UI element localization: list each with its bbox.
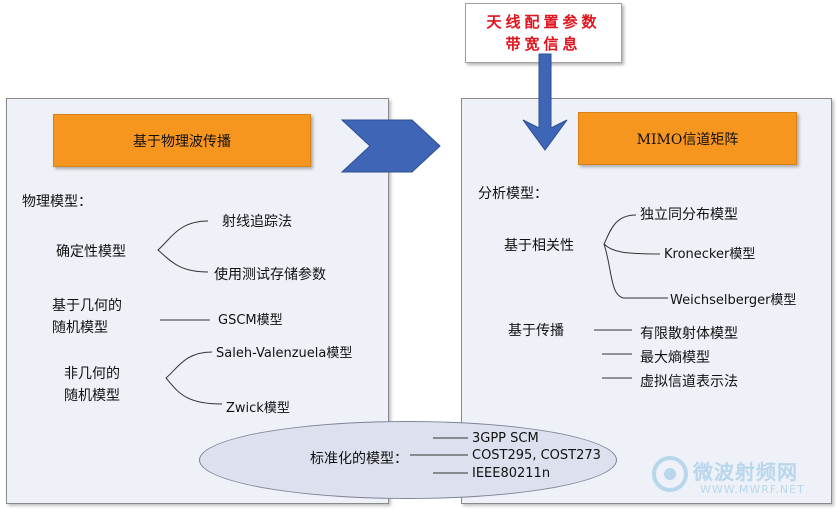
mimo-channel-matrix-title-box: MIMO信道矩阵 bbox=[578, 112, 797, 165]
correlation-bracket bbox=[603, 214, 668, 299]
propagation-based-label: 基于传播 bbox=[508, 323, 564, 339]
flow-arrow-icon bbox=[340, 119, 441, 173]
watermark-name: 微波射频网 bbox=[693, 460, 798, 484]
nongeometric-bracket bbox=[165, 351, 223, 405]
saleh-valenzuela-item: Saleh-Valenzuela模型 bbox=[216, 346, 353, 361]
nongeometric-label-2: 随机模型 bbox=[64, 388, 120, 404]
virtual-channel-item: 虚拟信道表示法 bbox=[640, 374, 738, 390]
geometric-model-label-2: 随机模型 bbox=[52, 320, 108, 336]
standardized-models-ellipse bbox=[199, 421, 617, 499]
physical-propagation-title: 基于物理波传播 bbox=[133, 133, 231, 150]
watermark-url: WWW.MWRF.NET bbox=[700, 483, 805, 496]
iid-model-item: 独立同分布模型 bbox=[640, 207, 738, 223]
gscm-item: GSCM模型 bbox=[218, 313, 283, 328]
zwick-item: Zwick模型 bbox=[226, 401, 290, 416]
weichselberger-model-item: Weichselberger模型 bbox=[670, 293, 797, 308]
ray-tracing-item: 射线追踪法 bbox=[222, 214, 292, 230]
max-entropy-item: 最大熵模型 bbox=[640, 350, 710, 366]
geometric-model-label-1: 基于几何的 bbox=[52, 298, 122, 314]
deterministic-model-label: 确定性模型 bbox=[56, 244, 126, 260]
nongeometric-label-1: 非几何的 bbox=[64, 366, 120, 382]
finite-scatterer-item: 有限散射体模型 bbox=[640, 326, 738, 342]
standardized-models-label: 标准化的模型： bbox=[310, 451, 408, 467]
bandwidth-info-text: 带宽信息 bbox=[505, 35, 582, 53]
cost-item: COST295, COST273 bbox=[472, 448, 601, 463]
mimo-channel-matrix-title: MIMO信道矩阵 bbox=[636, 131, 739, 148]
measured-parameters-item: 使用测试存储参数 bbox=[214, 267, 326, 283]
ieee-item: IEEE80211n bbox=[472, 466, 551, 481]
watermark-logo-icon bbox=[652, 456, 688, 492]
correlation-based-label: 基于相关性 bbox=[504, 238, 574, 254]
antenna-config-text: 天线配置参数 bbox=[486, 13, 601, 31]
down-arrow-icon bbox=[522, 53, 568, 151]
kronecker-model-item: Kronecker模型 bbox=[664, 247, 756, 262]
3gpp-scm-item: 3GPP SCM bbox=[472, 431, 539, 446]
physical-propagation-title-box: 基于物理波传播 bbox=[53, 114, 311, 167]
analytical-models-heading: 分析模型： bbox=[478, 186, 548, 202]
deterministic-bracket bbox=[157, 220, 209, 273]
physical-models-heading: 物理模型： bbox=[22, 194, 92, 210]
